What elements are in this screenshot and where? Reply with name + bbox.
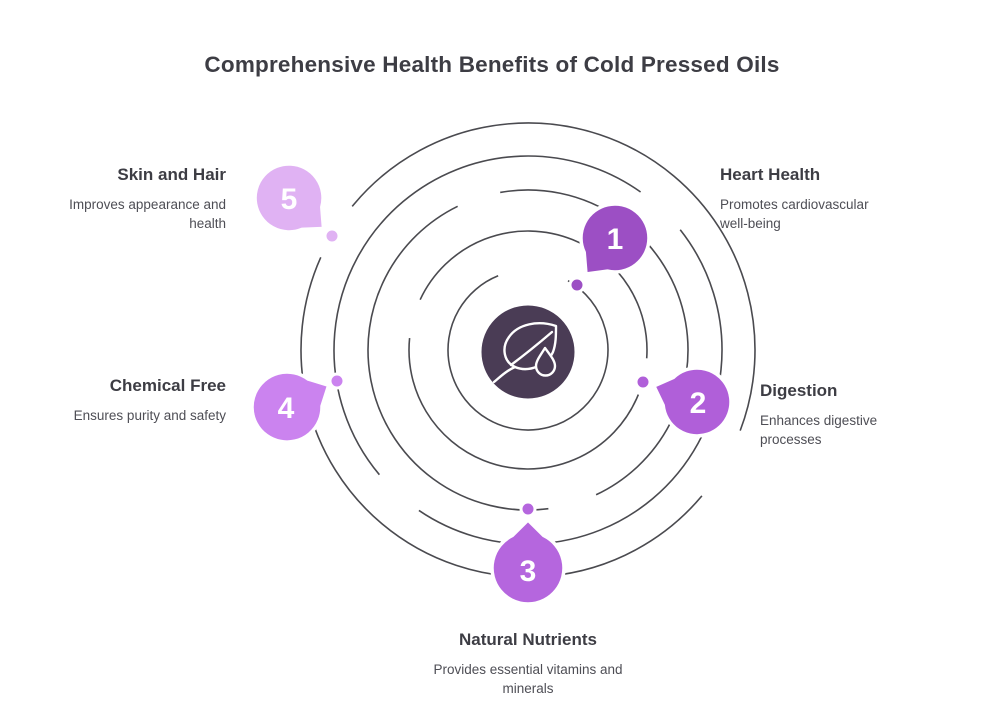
- item-heart-health: Heart Health Promotes cardiovascular wel…: [720, 165, 898, 233]
- connector-dot-1: [568, 276, 586, 294]
- bubble-number-5: 5: [281, 183, 298, 216]
- connector-dots: [323, 227, 652, 518]
- orbit-ring-1: [447, 269, 609, 431]
- orbit-ring-4: [333, 155, 723, 545]
- item-description: Promotes cardiovascular well-being: [720, 197, 869, 231]
- item-description: Ensures purity and safety: [73, 408, 226, 423]
- item-natural-nutrients: Natural Nutrients Provides essential vit…: [413, 630, 643, 698]
- orbit-ring-3: [367, 189, 689, 511]
- connector-dot-5: [323, 227, 341, 245]
- orbit-ring-5: [300, 122, 756, 578]
- connector-dot-2: [634, 373, 652, 391]
- item-description: Enhances digestive processes: [760, 413, 878, 447]
- connector-dot-4: [328, 372, 346, 390]
- item-skin-and-hair: Skin and Hair Improves appearance and he…: [56, 165, 226, 233]
- connector-dot-3: [519, 500, 537, 518]
- bubble-1: [579, 202, 651, 276]
- item-digestion: Digestion Enhances digestive processes: [760, 381, 905, 449]
- item-label: Skin and Hair: [117, 165, 226, 184]
- bubble-number-4: 4: [278, 392, 295, 425]
- item-label: Digestion: [760, 381, 838, 400]
- bubble-2: [652, 366, 733, 438]
- bubble-number-1: 1: [607, 223, 624, 256]
- item-chemical-free: Chemical Free Ensures purity and safety: [46, 376, 226, 426]
- bubbles: [250, 162, 733, 606]
- item-label: Heart Health: [720, 165, 821, 184]
- center-emblem: [478, 302, 578, 402]
- bubble-3: [490, 518, 566, 606]
- orbit-rings: [300, 122, 756, 578]
- leaf-droplet-icon: [492, 322, 558, 384]
- item-label: Chemical Free: [109, 376, 226, 395]
- bubble-number-2: 2: [690, 387, 707, 420]
- bubble-numbers: 1 2 3 4 5: [278, 183, 707, 588]
- bubble-5: [253, 162, 326, 234]
- orbit-ring-2: [408, 230, 648, 470]
- bubble-4: [250, 370, 331, 444]
- page-title: Comprehensive Health Benefits of Cold Pr…: [204, 52, 780, 77]
- bubble-number-3: 3: [520, 555, 537, 588]
- item-description: Improves appearance and health: [69, 197, 226, 231]
- item-description: Provides essential vitamins and minerals: [433, 662, 623, 696]
- item-label: Natural Nutrients: [459, 630, 597, 649]
